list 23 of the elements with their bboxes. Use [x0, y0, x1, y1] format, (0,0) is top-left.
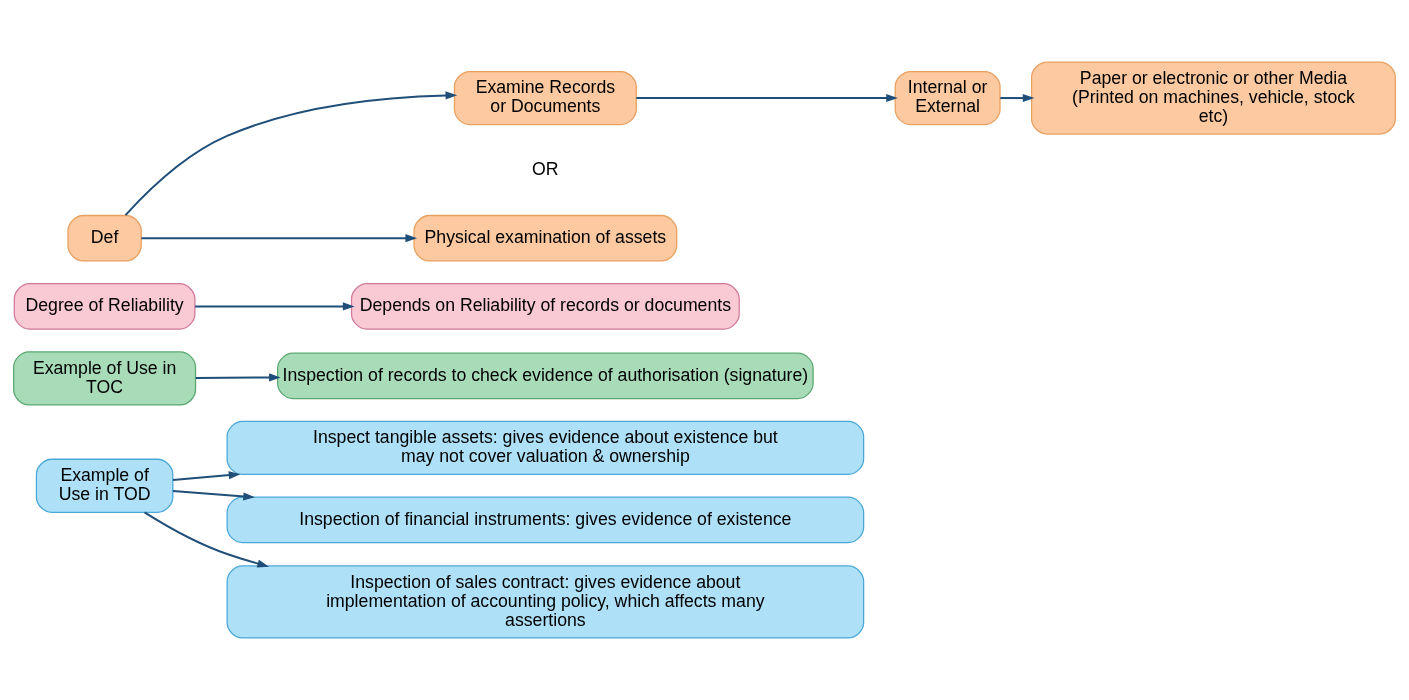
arrow [172, 489, 255, 501]
node-box: Physical examination of assets [413, 214, 678, 262]
arrow [195, 373, 281, 382]
arrow [144, 511, 269, 568]
node-box: Example of Use in TOD [35, 458, 174, 513]
node-box: Inspect tangible assets: gives evidence about existence but may not cover valuation & ownership [226, 420, 865, 476]
node-box: Example of Use in TOC [13, 351, 197, 406]
arrow [124, 91, 458, 216]
node-box: Inspection of financial instruments: gives evidence of existence [226, 496, 865, 544]
arrow [195, 302, 355, 311]
node-box: Examine Records or Documents [453, 70, 637, 126]
node-box: Paper or electronic or other Media (Printed on machines, vehicle, stock etc) [1030, 61, 1396, 135]
node-box: Degree of Reliability [13, 283, 196, 330]
arrow [141, 234, 418, 243]
node-box: Def [67, 214, 142, 262]
node-box: Internal or External [894, 70, 1001, 126]
arrow [1000, 93, 1035, 103]
node-box: Inspection of records to check evidence of authorisation (signature) [277, 352, 814, 400]
label: OR [532, 158, 559, 179]
node-box: Depends on Reliability of records or documents [350, 283, 740, 330]
arrow [172, 471, 241, 481]
node-box: Inspection of sales contract: gives evidence about implementation of accounting policy, which affects many assertions [226, 565, 865, 639]
arrow [636, 93, 898, 103]
